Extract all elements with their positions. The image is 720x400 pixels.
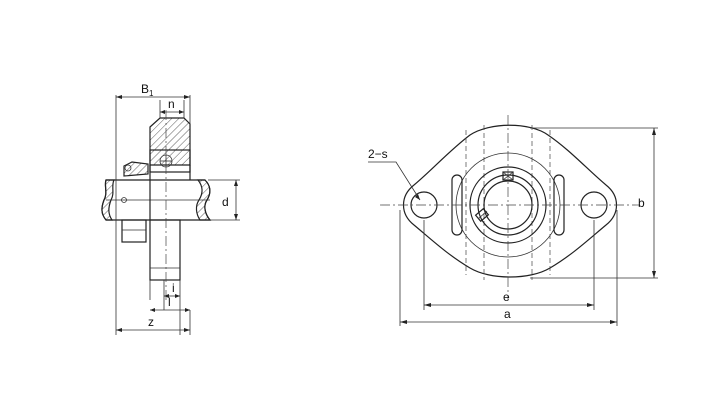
side-view: B1 n d i l z xyxy=(101,82,240,335)
label-i: i xyxy=(172,281,175,295)
set-screw xyxy=(124,164,132,172)
label-holes: 2−s xyxy=(368,147,388,161)
housing-upper-section xyxy=(149,117,191,166)
housing-flange-lower xyxy=(149,219,181,281)
label-b: b xyxy=(638,196,645,210)
collar-section xyxy=(123,161,149,177)
label-z: z xyxy=(148,315,154,329)
leader-holes xyxy=(368,161,421,201)
label-b1: B1 xyxy=(141,82,154,98)
label-a: a xyxy=(504,307,511,321)
bearing-insert xyxy=(149,149,191,173)
front-view: 2−s e a b xyxy=(368,115,658,326)
label-d: d xyxy=(222,195,229,209)
flange-outline xyxy=(402,124,618,278)
label-e: e xyxy=(503,290,510,304)
label-n: n xyxy=(168,97,175,111)
label-l: l xyxy=(168,295,171,309)
collar-lower xyxy=(121,219,147,243)
